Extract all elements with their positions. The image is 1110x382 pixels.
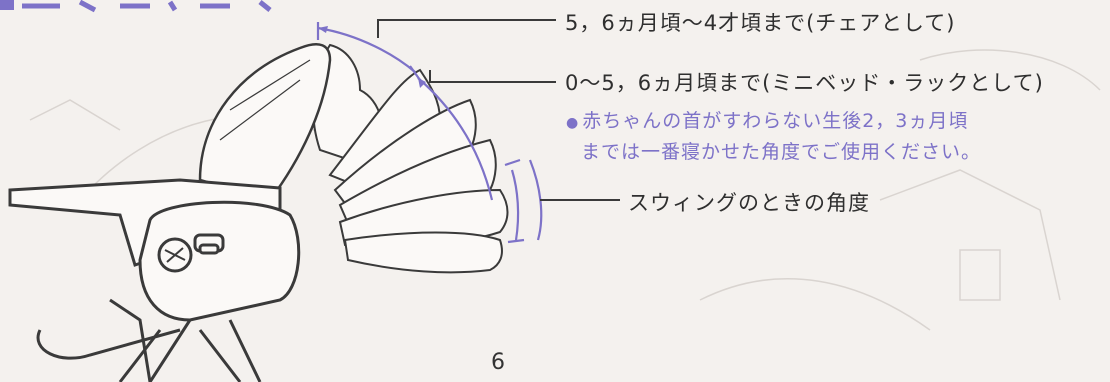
note-line-2: までは一番寝かせた角度でご使用ください。 [581, 141, 982, 163]
title-fragment [0, 0, 272, 13]
swing-angle-label: スウィングのときの角度 [628, 191, 870, 215]
backrest-positions [312, 43, 509, 274]
backrest-front [198, 43, 332, 202]
chair-range-label: 5，6ヵ月頃〜4才頃まで(チェアとして) [565, 11, 956, 35]
seat-base [8, 178, 301, 382]
note-line-1: 赤ちゃんの首がすわらない生後2，3ヵ月頃 [582, 110, 969, 132]
bed-range-label: 0〜5，6ヵ月頃まで(ミニベッド・ラックとして) [565, 71, 1044, 95]
angle-arcs [316, 22, 543, 244]
leader-lines [377, 19, 620, 201]
caution-note: ●赤ちゃんの首がすわらない生後2，3ヵ月頃 までは一番寝かせた角度でご使用くださ… [566, 107, 981, 167]
bullet-icon: ● [566, 115, 580, 131]
page-number: 6 [491, 350, 505, 375]
